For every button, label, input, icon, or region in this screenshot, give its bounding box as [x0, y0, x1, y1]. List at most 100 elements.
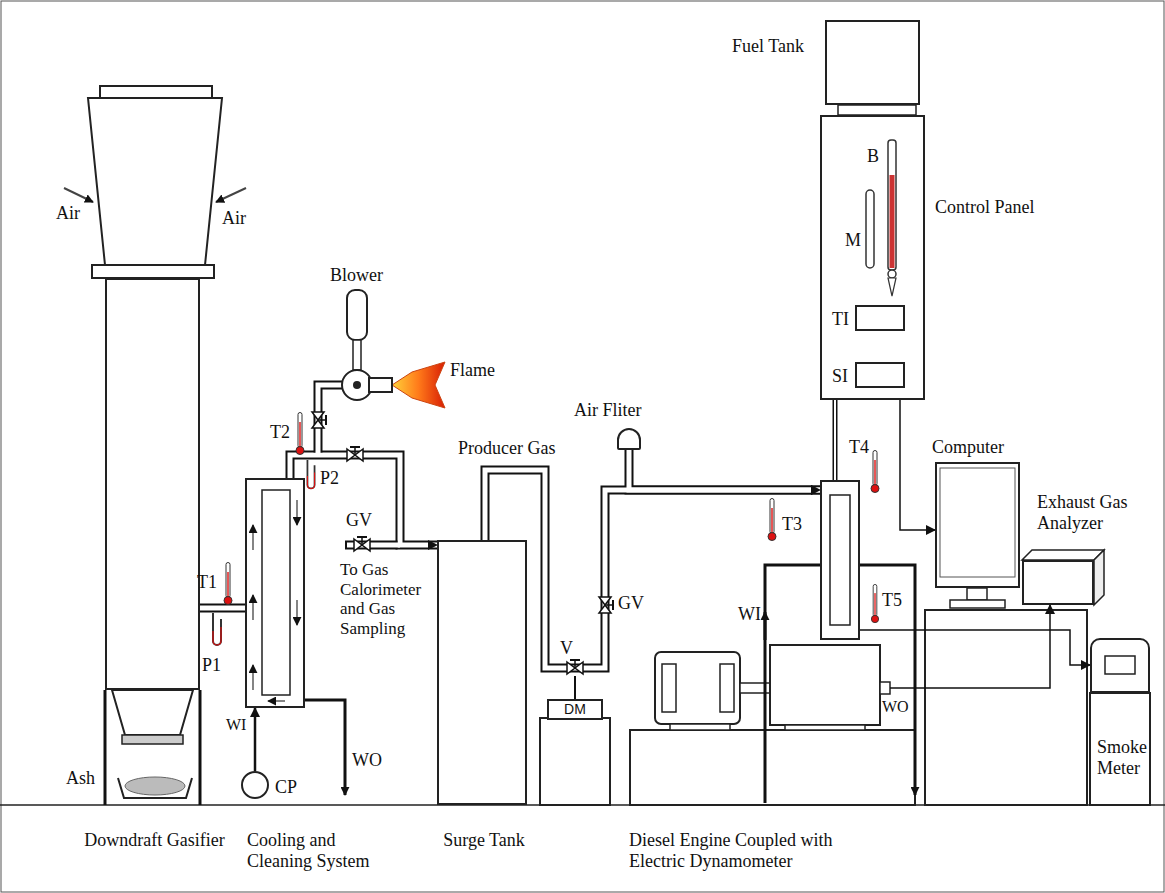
instrument-label: B	[867, 146, 879, 167]
flame	[392, 362, 445, 408]
flow-arrow	[296, 500, 297, 525]
part-label: Flame	[450, 360, 495, 381]
hopper-flange	[92, 265, 214, 278]
dynamometer-foot	[670, 724, 730, 730]
tank-neck	[838, 105, 916, 115]
water-outlet-line	[860, 565, 915, 795]
part-label: Fuel Tank	[732, 36, 822, 57]
cylinder-liner	[830, 495, 850, 625]
burette-tip	[888, 278, 896, 296]
flow-arrow	[252, 665, 253, 690]
water-label: WI	[738, 604, 761, 625]
smoke-meter: Smoke Meter	[1090, 638, 1150, 693]
gate-valve	[599, 597, 613, 613]
test-bed	[630, 730, 915, 805]
manometer-stand	[540, 718, 610, 805]
ash-pan	[118, 778, 192, 798]
thermometer	[871, 451, 879, 493]
part-label: Computer	[932, 437, 1032, 458]
desk	[925, 610, 1087, 805]
hopper-lid	[100, 86, 212, 98]
valve-label: GV	[346, 510, 372, 531]
ash-pile	[125, 777, 185, 795]
gasifier-body: Downdraft Gasifier	[105, 278, 200, 690]
valve	[347, 447, 363, 461]
control-valve	[567, 660, 583, 674]
analyzer-side	[1094, 550, 1104, 605]
thermometer	[871, 584, 878, 622]
flow-label: Producer Gas	[458, 438, 555, 459]
instrument-label: SI	[832, 366, 856, 387]
surge-tank: Surge Tank	[437, 540, 527, 805]
crankcase	[770, 645, 880, 725]
flow-arrow	[268, 700, 285, 701]
manometer	[307, 460, 314, 488]
pipe-bore	[290, 455, 437, 545]
monitor-stand	[967, 588, 987, 600]
gasifier-leg	[104, 690, 107, 805]
blower-pipe	[318, 385, 342, 453]
water-label: WI	[226, 716, 246, 734]
temperature-indicator: TI	[855, 305, 905, 331]
digital-manometer: DM	[547, 699, 603, 720]
part-label: Air Fliter	[574, 400, 674, 421]
pipe-bore	[629, 450, 820, 490]
instrument-label: M	[845, 230, 861, 251]
instrument-label: DM	[564, 701, 586, 717]
grate	[122, 735, 183, 744]
thermometer	[768, 499, 776, 541]
blower-hub	[353, 381, 361, 389]
water-outlet-line	[305, 700, 345, 795]
manometer	[213, 613, 221, 645]
part-label: Smoke Meter	[1097, 737, 1155, 778]
sensor-label: T3	[782, 514, 802, 535]
computer-monitor: Computer	[935, 462, 1020, 588]
sensor-label: T2	[270, 422, 290, 443]
pipe-connector	[200, 604, 245, 613]
gas-analyzer: Exhaust Gas Analyzer	[1022, 560, 1094, 605]
thermometer	[296, 413, 304, 455]
water-inlet-line	[765, 565, 820, 803]
wire-connector	[890, 605, 1050, 688]
valve	[312, 412, 326, 428]
manometer-tube	[866, 190, 874, 268]
dynamometer-end	[720, 664, 734, 712]
equipment-caption: Downdraft Gasifier	[62, 830, 247, 851]
water-connector	[254, 708, 257, 771]
part-label: Control Panel	[935, 197, 1055, 218]
water-label: WO	[882, 698, 909, 716]
flow-arrow	[252, 595, 253, 620]
flow-arrow	[252, 525, 253, 550]
screen	[940, 468, 1015, 577]
wire-connector	[900, 400, 935, 530]
blower-housing	[342, 370, 372, 400]
air-inlet-arrow	[216, 188, 246, 202]
part-label: CP	[275, 777, 305, 798]
pipe-bore	[200, 606, 245, 611]
speed-indicator: SI	[855, 362, 905, 388]
gate-valve	[354, 537, 370, 551]
instrument-label: TI	[832, 309, 856, 330]
equipment-caption: Surge Tank	[414, 830, 554, 851]
part-label: Exhaust Gas Analyzer	[1037, 492, 1145, 533]
wire-connector	[860, 630, 1090, 665]
pipe-connector	[629, 450, 820, 490]
valve-label: V	[560, 638, 573, 659]
engine-foot	[785, 725, 865, 730]
flow-arrow	[764, 612, 767, 640]
sensor-label: T4	[849, 437, 869, 458]
smoke-meter-display	[1105, 656, 1135, 674]
sensor-label: P1	[202, 655, 221, 676]
equipment-caption: Diesel Engine Coupled with Electric Dyna…	[629, 830, 874, 871]
blower-motor	[347, 290, 367, 340]
valve-label: GV	[618, 593, 644, 614]
monitor-base	[950, 600, 1005, 608]
pipe-bore	[485, 470, 820, 668]
cooling-unit: Cooling and Cleaning System	[245, 478, 305, 708]
gasifier-leg	[199, 690, 202, 805]
equipment-caption: Cooling and Cleaning System	[247, 830, 392, 871]
dynamometer-end	[662, 664, 676, 712]
flow-label: Air	[56, 203, 80, 224]
part-label: Ash	[66, 768, 95, 789]
